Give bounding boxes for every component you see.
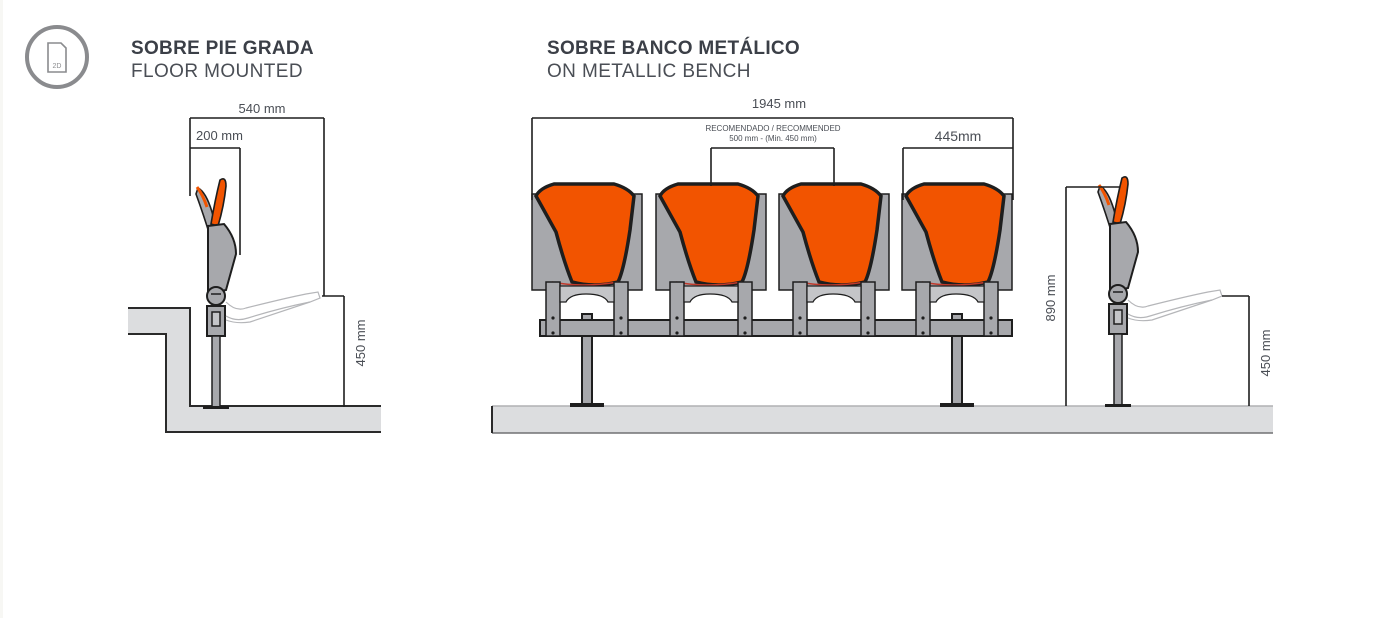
svg-text:450 mm: 450 mm <box>353 320 368 367</box>
title-spanish: SOBRE BANCO METÁLICO <box>547 38 800 59</box>
svg-text:450 mm: 450 mm <box>1258 330 1273 377</box>
side-view-drawing: 890 mm 450 mm <box>1043 175 1273 409</box>
section-title-floor-mounted: SOBRE PIE GRADA FLOOR MOUNTED <box>131 37 314 83</box>
2d-document-icon: 2D <box>25 25 89 89</box>
left-margin-strip <box>0 0 3 618</box>
svg-text:890 mm: 890 mm <box>1043 275 1058 322</box>
svg-text:445mm: 445mm <box>935 128 982 144</box>
svg-text:540 mm: 540 mm <box>239 101 286 116</box>
bench-seat-3 <box>777 182 891 338</box>
svg-text:RECOMENDADO / RECOMMENDED: RECOMENDADO / RECOMMENDED <box>705 124 840 133</box>
svg-text:500 mm - (Min. 450 mm): 500 mm - (Min. 450 mm) <box>729 134 817 143</box>
bench-seat-2 <box>654 182 768 338</box>
title-spanish: SOBRE PIE GRADA <box>131 38 314 59</box>
svg-text:200 mm: 200 mm <box>196 128 243 143</box>
section-title-metallic-bench: SOBRE BANCO METÁLICO ON METALLIC BENCH <box>547 37 800 83</box>
metallic-bench-drawing: 1945 mm RECOMENDADO / RECOMMENDED 500 mm… <box>491 96 1273 434</box>
svg-text:1945 mm: 1945 mm <box>752 96 806 111</box>
title-english: FLOOR MOUNTED <box>131 61 303 82</box>
svg-text:2D: 2D <box>53 63 62 70</box>
title-english: ON METALLIC BENCH <box>547 61 751 82</box>
floor-mounted-drawing: 540 mm 200 mm 450 mm <box>128 101 381 433</box>
